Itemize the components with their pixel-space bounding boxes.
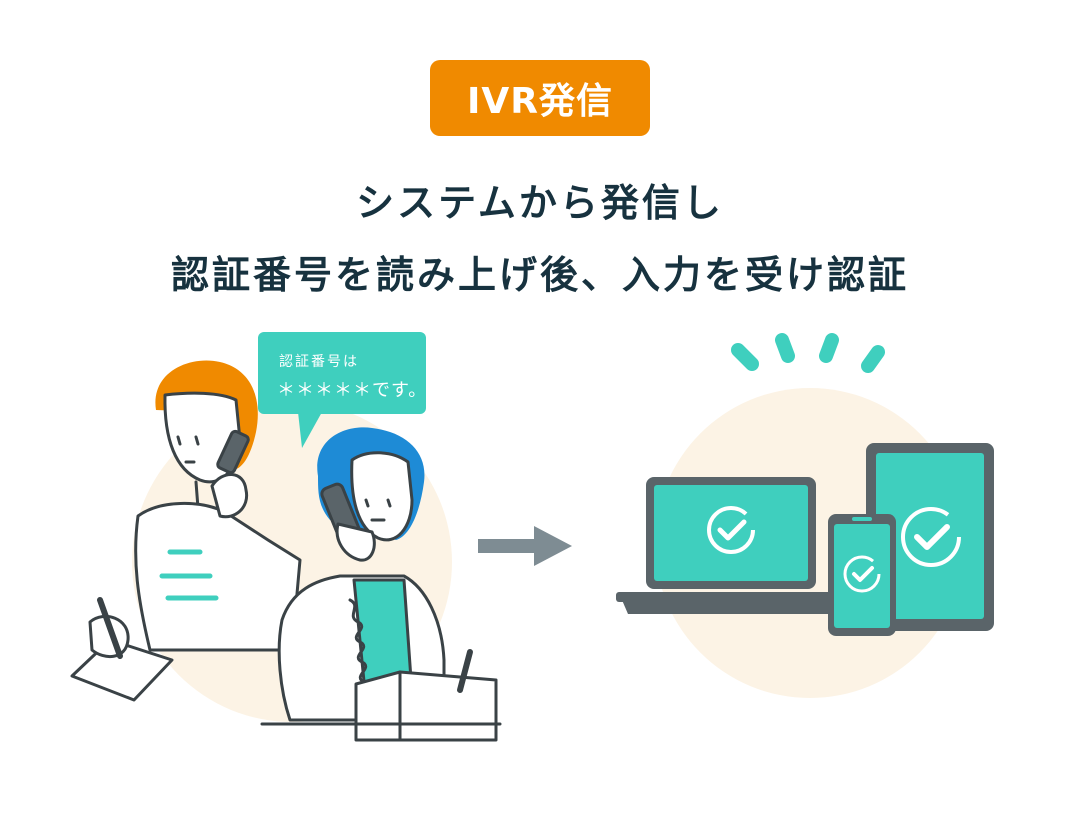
ivr-call-badge: IVR発信 bbox=[430, 60, 650, 136]
smartphone-icon bbox=[828, 514, 896, 636]
laptop-icon bbox=[616, 477, 846, 614]
heading-line-1: システムから発信し bbox=[356, 181, 724, 225]
operator-scene bbox=[70, 332, 502, 742]
heading-line-2: 認証番号を読み上げ後、入力を受け認証 bbox=[170, 253, 909, 297]
arrow-right-icon bbox=[478, 526, 572, 566]
checkmark-icon bbox=[901, 507, 961, 567]
speech-bubble bbox=[258, 332, 426, 448]
woman-blue-hair bbox=[260, 427, 502, 742]
sparkle-lines bbox=[731, 333, 885, 373]
woman-orange-hair bbox=[70, 360, 302, 702]
checkmark-icon bbox=[843, 555, 881, 593]
checkmark-icon bbox=[707, 506, 755, 554]
speech-bubble-line-1: 認証番号は bbox=[279, 354, 359, 370]
tablet-icon bbox=[866, 443, 994, 631]
speech-bubble-line-2: ＊＊＊＊＊です。 bbox=[277, 380, 428, 401]
devices-scene bbox=[616, 333, 994, 698]
